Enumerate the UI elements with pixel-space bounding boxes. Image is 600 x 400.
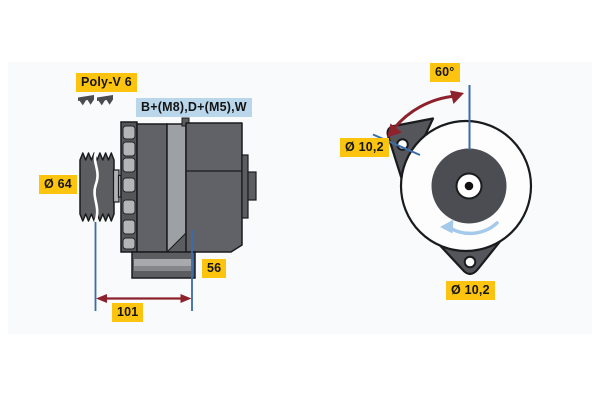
stator-band <box>166 123 187 253</box>
dimension-56-label: 56 <box>202 259 227 278</box>
hole-reference-line <box>372 133 421 156</box>
upper-hole-diameter-label: Ø 10,2 <box>340 138 389 157</box>
break-line <box>93 150 99 223</box>
terminal-stud <box>247 171 257 201</box>
alternator-body <box>136 117 257 253</box>
shaft-center <box>464 181 474 191</box>
side-view-drawing <box>78 95 257 311</box>
rear-housing <box>185 122 243 253</box>
vent-column <box>120 121 138 253</box>
front-view-drawing <box>372 85 533 276</box>
pulley-diameter-label: Ø 64 <box>39 175 77 194</box>
front-housing <box>136 123 168 253</box>
belt-type-label: Poly-V 6 <box>76 73 137 92</box>
angle-60-label: 60° <box>430 63 460 82</box>
lower-hole-diameter-label: Ø 10,2 <box>446 281 495 300</box>
dimension-101-label: 101 <box>112 303 144 322</box>
dimension-arrow-101 <box>96 294 192 303</box>
mount-hole-lower <box>463 255 477 269</box>
terminal-block <box>241 154 249 219</box>
counterclockwise-rotation-arrow <box>440 219 499 236</box>
angle-arrow-60 <box>387 90 464 138</box>
pulley <box>79 150 115 223</box>
terminal-label: B+(M8),D+(M5),W <box>136 98 252 117</box>
poly-v-belt-profile-icon <box>78 95 113 106</box>
mounting-foot <box>131 251 196 279</box>
